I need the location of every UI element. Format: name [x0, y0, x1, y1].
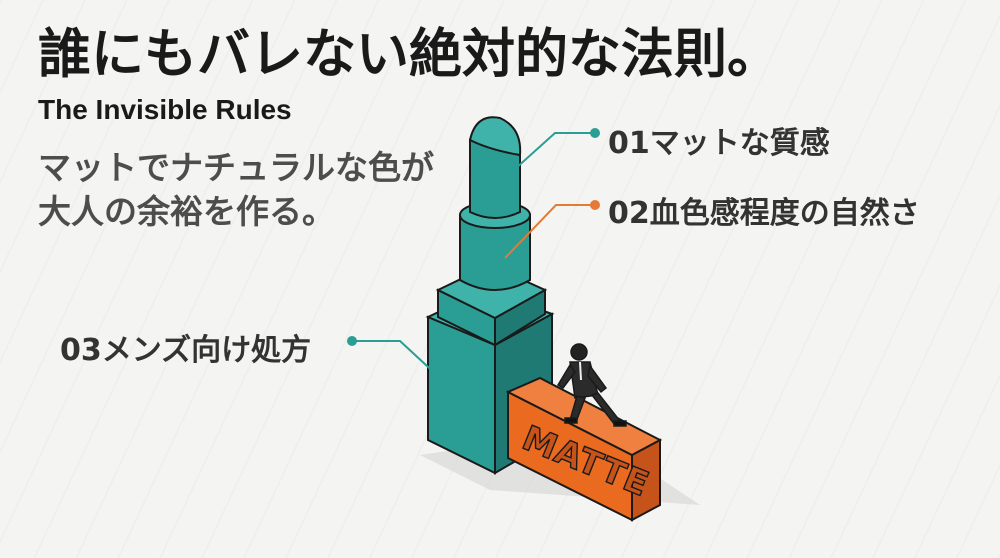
page-title: 誰にもバレない絶対的な法則。: [38, 24, 780, 85]
tagline: マットでナチュラルな色が 大人の余裕を作る。: [38, 146, 434, 234]
lipstick-bullet: [468, 116, 522, 219]
businessman-figure: [556, 343, 627, 427]
callout-label-mens-formula: 03メンズ向け処方: [60, 333, 312, 368]
callout-connector-2: [504, 200, 600, 259]
callout-label-natural-color: 02血色感程度の自然さ: [608, 196, 920, 231]
tagline-line-2: 大人の余裕を作る。: [38, 192, 335, 231]
callout-label-matte-texture: 01マットな質感: [608, 126, 830, 161]
tagline-line-1: マットでナチュラルな色が: [38, 148, 434, 187]
page-subtitle: The Invisible Rules: [38, 94, 292, 125]
callout-connector-1: [504, 128, 600, 179]
callout-connector-3: [347, 336, 441, 379]
matte-block: MATTE: [505, 376, 663, 522]
